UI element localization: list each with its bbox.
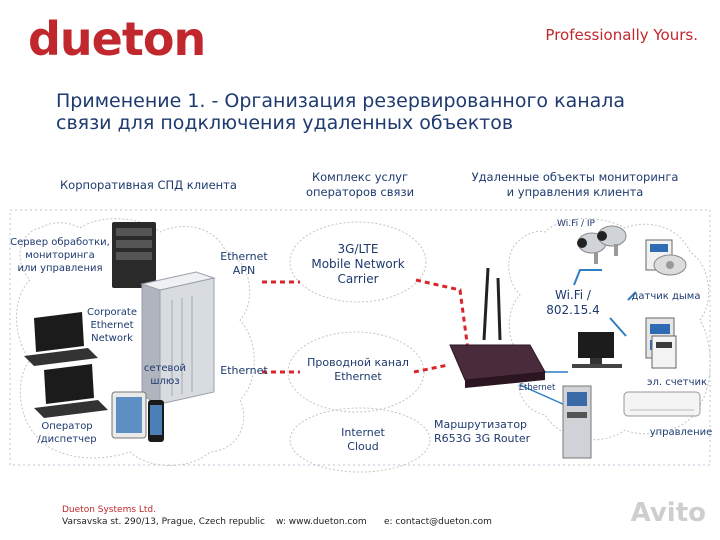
mobile-carrier-line-2: Mobile Network — [311, 257, 405, 271]
electric-meter-label: эл. счетчик — [646, 377, 708, 388]
wifi-arrow-2 — [609, 317, 627, 337]
diagram-frame — [9, 209, 711, 466]
corporate-label-line-1: Corporate — [87, 307, 137, 318]
column-heading-remote-objects: Удаленные объекты мониторинга и управлен… — [460, 170, 690, 200]
operator-label-line-1: Оператор — [41, 421, 93, 432]
router-label-line-2: R653G 3G Router — [434, 432, 531, 445]
wired-channel-cloud — [287, 331, 425, 413]
control-label: управление — [649, 427, 713, 438]
ethernet-apn-line-1: Ethernet — [220, 250, 268, 263]
ethernet-label: Ethernet — [220, 364, 268, 377]
air-conditioner-icon — [623, 391, 701, 417]
corporate-label-line-2: Ethernet — [90, 320, 134, 331]
ip-camera-icon-2 — [597, 225, 627, 256]
operator-label: Оператор /диспетчер — [22, 420, 112, 446]
wired-channel-line-1: Проводной канал — [307, 356, 409, 369]
internet-cloud — [289, 407, 431, 473]
column-heading-carriers-line-1: Комплекс услуг — [311, 170, 409, 184]
smoke-detector-icon — [653, 254, 687, 276]
wifi-ip-label: Wi.Fi / IP — [557, 219, 595, 229]
internet-cloud-line-1: Internet — [341, 426, 385, 439]
wifi-arrow-1 — [573, 269, 602, 286]
wifi-arrow-3 — [627, 291, 637, 301]
server-icon — [112, 222, 156, 288]
dueton-logo: dueton — [28, 12, 206, 66]
wired-channel-label: Проводной канал Ethernet — [296, 356, 420, 384]
smoke-detector-label: датчик дыма — [631, 291, 701, 302]
gateway-label-line-1: сетевой — [143, 363, 187, 374]
mobile-carrier-line-1: 3G/LTE — [337, 242, 379, 256]
ip-camera-icon-1 — [577, 232, 607, 264]
router-label: Маршрутизатор R653G 3G Router — [434, 418, 546, 446]
3g-router-icon — [449, 267, 546, 388]
gateway-label: сетевой шлюз — [140, 362, 190, 388]
ethernet-apn-label: Ethernet APN — [214, 250, 274, 278]
mobile-carrier-line-3: Carrier — [337, 272, 379, 286]
column-heading-carriers: Комплекс услуг операторов связи — [280, 170, 440, 200]
avito-watermark: Avito — [630, 498, 706, 528]
link-3g-router — [415, 278, 470, 351]
wifi-802154-line-2: 802.15.4 — [546, 303, 600, 317]
footer-company-name: Dueton Systems Ltd. — [62, 505, 156, 515]
operator-label-line-2: /диспетчер — [37, 434, 97, 445]
gateway-label-line-2: шлюз — [150, 376, 180, 387]
mobile-carrier-label: 3G/LTE Mobile Network Carrier — [298, 242, 418, 287]
internet-cloud-line-2: Cloud — [347, 440, 379, 453]
tagline: Professionally Yours. — [545, 26, 698, 44]
wifi-802154-line-1: Wi.Fi / — [555, 288, 591, 302]
atm-icon — [562, 385, 592, 459]
link-wired-router — [413, 363, 449, 374]
server-label: Сервер обработки, мониторинга или управл… — [8, 236, 112, 275]
tablet-icon — [111, 391, 164, 442]
link-router-atm — [519, 384, 566, 406]
title-line-2: связи для подключения удаленных объектов — [56, 112, 514, 134]
desktop-pc-icon — [572, 332, 622, 368]
footer-address: Varsavska st. 290/13, Prague, Czech repu… — [62, 517, 265, 527]
corporate-label-line-3: Network — [91, 333, 133, 344]
ethernet-small-label: Ethernet — [518, 383, 556, 393]
server-label-line-2: мониторинга — [25, 250, 95, 261]
corporate-network-label: Corporate Ethernet Network — [62, 306, 162, 345]
router-label-line-1: Маршрутизатор — [434, 418, 528, 431]
column-heading-remote-line-2: и управления клиента — [506, 185, 644, 199]
column-heading-client-network: Корпоративная СПД клиента — [60, 178, 237, 192]
wired-channel-line-2: Ethernet — [334, 370, 382, 383]
title-line-1: Применение 1. - Организация резервирован… — [56, 90, 626, 112]
laptop-icon-2 — [34, 364, 108, 418]
footer-email[interactable]: e: contact@dueton.com — [384, 517, 492, 527]
laptop-icon-1 — [24, 312, 98, 366]
gateway-icon — [140, 271, 216, 405]
server-label-line-3: или управления — [17, 263, 103, 274]
column-heading-carriers-line-2: операторов связи — [305, 185, 415, 199]
ethernet-apn-line-2: APN — [232, 264, 256, 277]
wifi-802154-label: Wi.Fi / 802.15.4 — [538, 288, 608, 318]
internet-cloud-label: Internet Cloud — [318, 426, 408, 454]
server-label-line-1: Сервер обработки, — [10, 237, 110, 248]
column-heading-remote-line-1: Удаленные объекты мониторинга — [471, 170, 679, 184]
electric-meter-icon — [651, 335, 677, 369]
mobile-carrier-cloud — [289, 221, 427, 303]
footer-company: Dueton Systems Ltd. Varsavska st. 290/13… — [62, 504, 265, 528]
footer-web[interactable]: w: www.dueton.com — [276, 517, 367, 527]
page-title: Применение 1. - Организация резервирован… — [56, 90, 625, 134]
